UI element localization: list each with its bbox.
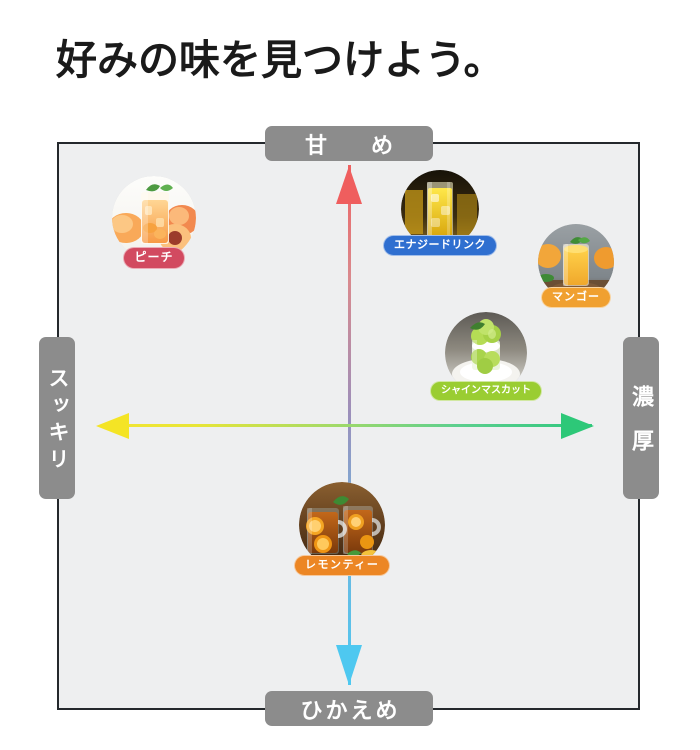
rich-arrow-right-icon [561,413,594,439]
product-badge-shine-muscat: シャインマスカット [430,381,542,401]
product-item-lemon-tea[interactable]: レモンティー [294,482,391,577]
axis-label-top-sweet: 甘 め [265,126,433,161]
product-badge-peach: ピーチ [123,247,185,270]
sweet-arrow-up-icon [336,166,362,204]
product-item-shine-muscat[interactable]: シャインマスカット [430,312,542,401]
lemon-tea-thumbnail[interactable] [299,482,386,568]
axis-label-bottom-mild: ひかえめ [265,691,433,726]
product-item-energy-drink[interactable]: エナジードリンク [383,170,497,257]
axis-label-left-light: スッキリ [39,337,75,499]
shine-muscat-thumbnail[interactable] [445,312,527,394]
light-arrow-left-icon [96,413,129,439]
product-badge-energy-drink: エナジードリンク [383,235,497,257]
mild-arrow-down-icon [336,645,362,685]
axis-label-right-rich: 濃厚 [623,337,659,499]
page-title: 好みの味を見つけよう。 [56,37,505,83]
peach-drink-thumbnail[interactable] [112,176,196,260]
product-item-mango[interactable]: マンゴー [538,224,614,309]
product-item-peach[interactable]: ピーチ [112,176,196,270]
richness-axis-line [108,424,592,427]
product-badge-lemon-tea: レモンティー [294,555,391,577]
product-badge-mango: マンゴー [541,287,611,309]
